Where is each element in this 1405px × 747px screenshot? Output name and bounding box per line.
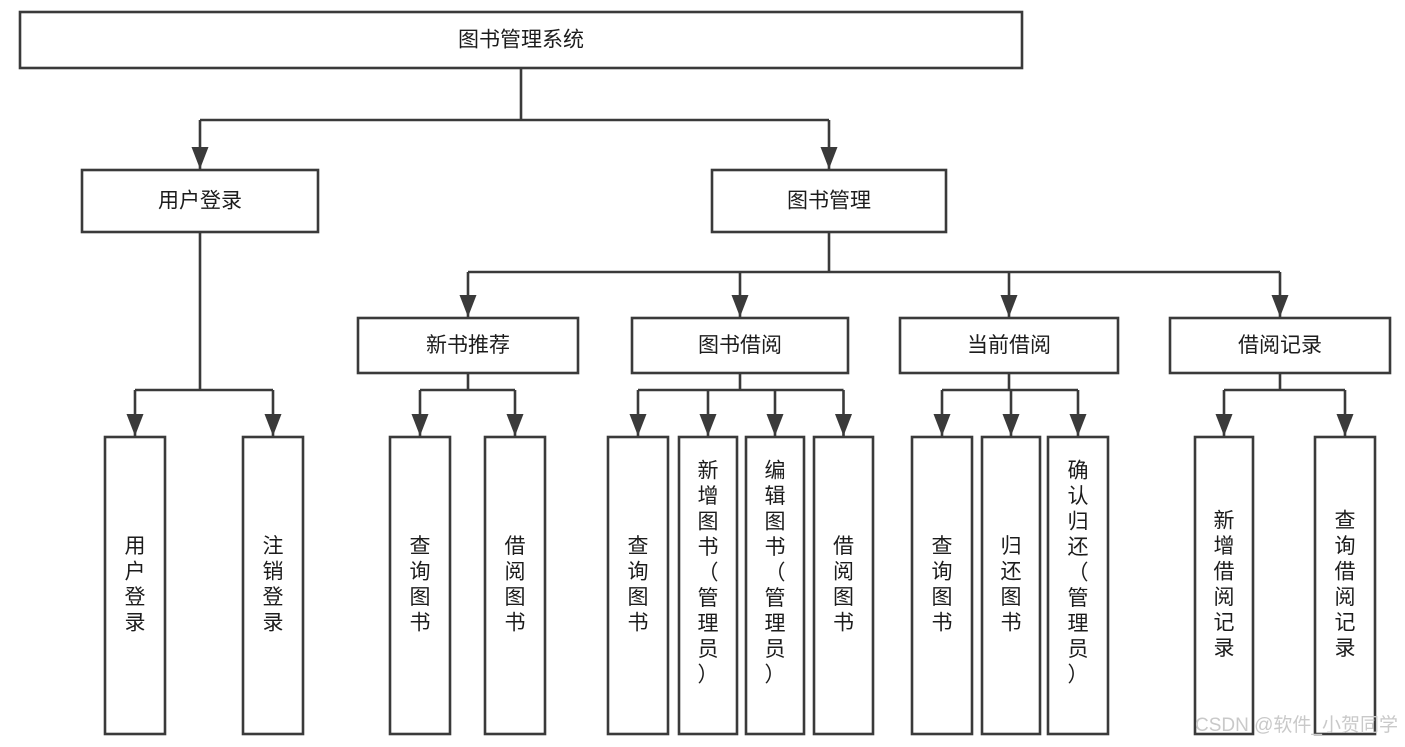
node-label: 查询借阅记录	[1335, 509, 1356, 660]
connectors-layer	[126, 68, 1354, 436]
node-label: 用户登录	[125, 535, 146, 635]
node-label: 编辑图书（管理员）	[765, 459, 786, 686]
node-book-manage[interactable]: 图书管理	[710, 168, 948, 234]
node-current-borrow[interactable]: 当前借阅	[898, 316, 1120, 375]
node-root[interactable]: 图书管理系统	[18, 10, 1024, 70]
node-box	[80, 168, 320, 234]
node-leaf-edit-book[interactable]: 编辑图书（管理员）	[744, 435, 806, 736]
connector-arrowhead	[411, 414, 429, 436]
node-leaf-query-book-recommend[interactable]: 查询图书	[388, 435, 452, 736]
connector-arrowhead	[126, 414, 144, 436]
connector-arrowhead	[459, 295, 477, 317]
node-box	[1168, 316, 1392, 375]
connector-arrowhead	[1002, 414, 1020, 436]
node-box	[898, 316, 1120, 375]
connector-arrowhead	[191, 147, 209, 169]
connector-arrowhead	[264, 414, 282, 436]
node-new-book-recommend[interactable]: 新书推荐	[356, 316, 580, 375]
csdn-watermark: CSDN @软件_小贺同学	[1195, 714, 1398, 736]
node-label: 新增借阅记录	[1214, 509, 1235, 660]
node-leaf-query-book-current[interactable]: 查询图书	[910, 435, 974, 736]
node-borrow-record[interactable]: 借阅记录	[1168, 316, 1392, 375]
connector-arrowhead	[1271, 295, 1289, 317]
node-label: 图书管理	[787, 190, 871, 213]
node-box	[606, 435, 670, 736]
node-leaf-add-book[interactable]: 新增图书（管理员）	[677, 435, 739, 736]
connector-arrowhead	[835, 414, 852, 436]
connector-arrowhead	[699, 414, 717, 436]
node-label: 查询图书	[410, 535, 431, 635]
node-box	[1313, 435, 1377, 736]
node-leaf-confirm-return[interactable]: 确认归还（管理员）	[1046, 435, 1110, 736]
node-label: 借阅记录	[1238, 334, 1322, 357]
node-box	[241, 435, 305, 736]
connector-arrowhead	[933, 414, 951, 436]
node-box	[910, 435, 974, 736]
node-label: 新书推荐	[426, 334, 510, 357]
node-box	[812, 435, 875, 736]
node-box	[1046, 435, 1110, 736]
node-label: 当前借阅	[967, 334, 1051, 357]
node-leaf-return-book[interactable]: 归还图书	[980, 435, 1042, 736]
node-label: 注销登录	[263, 535, 284, 635]
connector-arrowhead	[1000, 295, 1018, 317]
connector-arrowhead	[820, 147, 838, 169]
connector-arrowhead	[766, 414, 784, 436]
connector-arrowhead	[1069, 414, 1087, 436]
node-box	[710, 168, 948, 234]
node-box	[388, 435, 452, 736]
connector-arrowhead	[731, 295, 749, 317]
node-book-borrow[interactable]: 图书借阅	[630, 316, 850, 375]
node-box	[18, 10, 1024, 70]
node-box	[483, 435, 547, 736]
node-leaf-borrow-book-recommend[interactable]: 借阅图书	[483, 435, 547, 736]
node-label: 查询图书	[932, 535, 953, 635]
node-label: 确认归还（管理员）	[1068, 459, 1089, 686]
node-label: 归还图书	[1001, 535, 1022, 635]
connector-arrowhead	[506, 414, 524, 436]
node-box	[677, 435, 739, 736]
node-label: 图书管理系统	[458, 29, 584, 52]
node-leaf-user-login[interactable]: 用户登录	[103, 435, 167, 736]
node-label: 借阅图书	[833, 535, 854, 635]
node-leaf-borrow-book[interactable]: 借阅图书	[812, 435, 875, 736]
node-user-login[interactable]: 用户登录	[80, 168, 320, 234]
node-leaf-query-book-borrow[interactable]: 查询图书	[606, 435, 670, 736]
node-box	[1193, 435, 1255, 736]
node-leaf-user-logout[interactable]: 注销登录	[241, 435, 305, 736]
connector-arrowhead	[629, 414, 647, 436]
connector-arrowhead	[1215, 414, 1233, 436]
node-label: 查询图书	[628, 535, 649, 635]
node-label: 新增图书（管理员）	[698, 459, 719, 686]
connector-arrowhead	[1336, 414, 1354, 436]
node-label: 图书借阅	[698, 334, 782, 357]
node-box	[980, 435, 1042, 736]
node-box	[744, 435, 806, 736]
nodes-layer: 图书管理系统用户登录图书管理新书推荐图书借阅当前借阅借阅记录用户登录注销登录查询…	[18, 10, 1392, 736]
node-leaf-query-borrow-record[interactable]: 查询借阅记录	[1313, 435, 1377, 736]
node-box	[103, 435, 167, 736]
node-label: 用户登录	[158, 190, 242, 213]
node-box	[630, 316, 850, 375]
node-box	[356, 316, 580, 375]
node-leaf-add-borrow-record[interactable]: 新增借阅记录	[1193, 435, 1255, 736]
node-label: 借阅图书	[505, 535, 526, 635]
